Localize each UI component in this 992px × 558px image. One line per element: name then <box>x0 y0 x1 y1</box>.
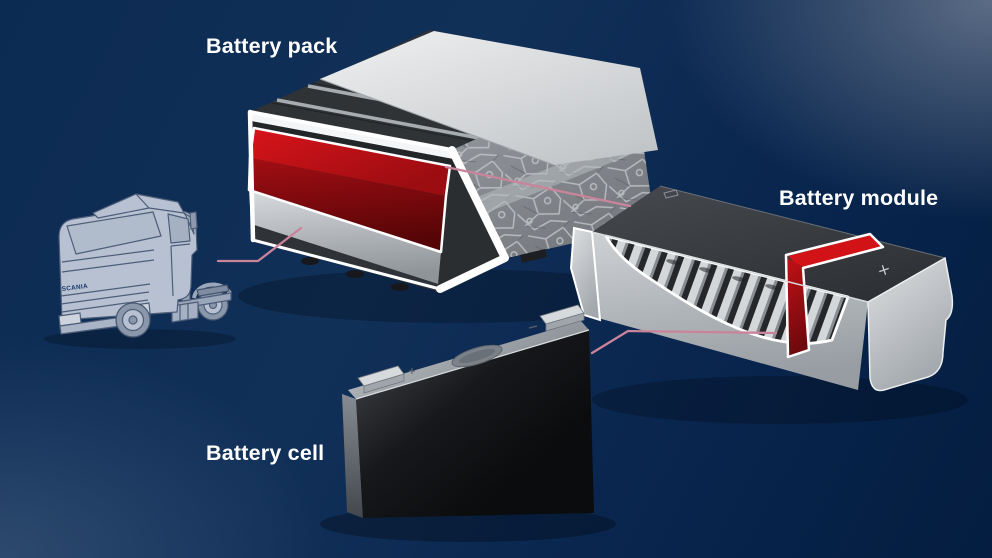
pack-tray <box>249 190 441 284</box>
truck-brand-text: SCANIA <box>61 283 88 293</box>
truck-side-box <box>171 301 199 323</box>
truck-fifth-wheel <box>196 284 230 297</box>
pack-front-face <box>247 109 509 293</box>
battery-pack-illustration <box>247 30 658 293</box>
pack-lid <box>320 31 658 165</box>
truck-grille-slats <box>60 249 155 313</box>
cell-polarity-marks <box>409 325 538 374</box>
truck-front-wheel <box>115 302 151 338</box>
battery-cell-illustration <box>342 304 594 518</box>
connector-lines <box>216 165 778 355</box>
module-plus-mark <box>879 265 889 275</box>
pack-base <box>251 224 440 292</box>
truck-windshield <box>66 211 162 255</box>
battery-pack-label: Battery pack <box>206 34 338 58</box>
cell-left-side <box>342 394 363 518</box>
connector-pack-to-module <box>444 165 632 208</box>
connector-cell-to-module <box>590 329 778 355</box>
module-top-face <box>592 186 945 302</box>
truck-mirror <box>189 211 198 230</box>
connector-truck-to-pack <box>216 226 303 263</box>
module-left-cap <box>569 226 602 322</box>
cell-terminal-left <box>357 365 405 394</box>
battery-module-illustration <box>569 185 954 392</box>
truck-illustration: SCANIA <box>58 193 232 338</box>
cell-vent <box>451 344 503 368</box>
cell-front-face <box>356 330 594 518</box>
module-right-cap <box>867 256 954 392</box>
battery-module-label: Battery module <box>779 186 939 210</box>
cell-terminal-right <box>539 304 585 332</box>
truck-side-window <box>167 213 191 244</box>
battery-cell-label: Battery cell <box>206 441 325 465</box>
